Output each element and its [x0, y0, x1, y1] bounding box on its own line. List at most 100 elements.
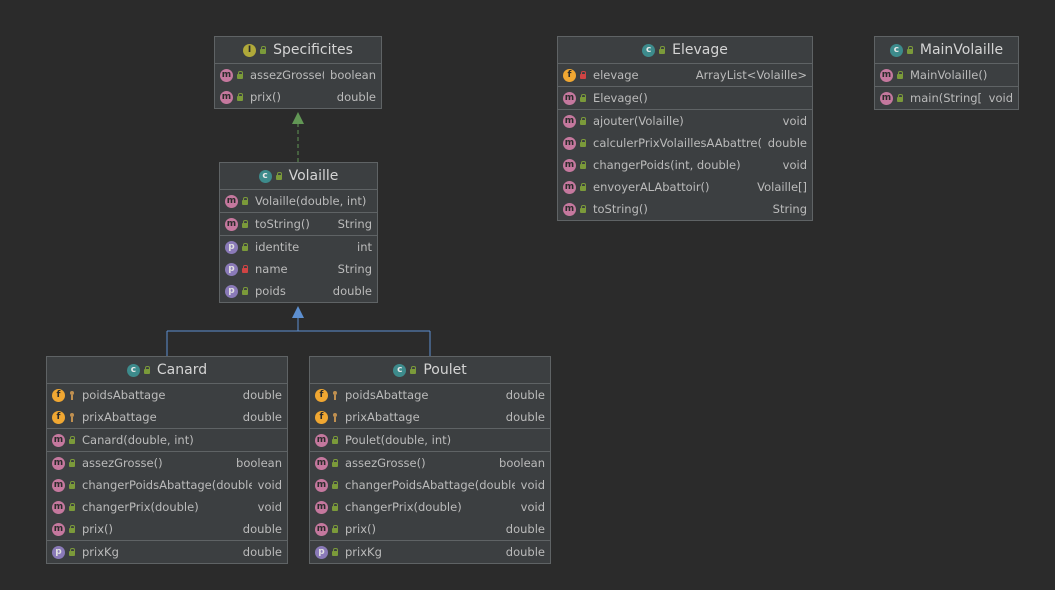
- public-lock-icon: [68, 502, 76, 512]
- member-type: double: [505, 388, 545, 402]
- method-icon: m: [52, 478, 65, 492]
- member-type: double: [332, 284, 372, 298]
- class-icon: c: [642, 43, 656, 57]
- protected-key-icon: [68, 412, 76, 422]
- public-lock-icon: [906, 45, 914, 55]
- method-icon: m: [52, 456, 65, 470]
- public-lock-icon: [579, 138, 587, 148]
- public-lock-icon: [658, 45, 666, 55]
- public-lock-icon: [68, 524, 76, 534]
- protected-key-icon: [68, 390, 76, 400]
- member-type: double: [242, 545, 282, 559]
- method-icon: m: [315, 433, 328, 447]
- member-name: changerPrix(double): [345, 500, 462, 514]
- member-type: double: [767, 136, 807, 150]
- property-icon: p: [225, 284, 238, 298]
- member-type: double: [336, 90, 376, 104]
- public-lock-icon: [579, 160, 587, 170]
- method-icon: m: [563, 202, 576, 216]
- member-name: Canard(double, int): [82, 433, 194, 447]
- method-icon: m: [220, 68, 233, 82]
- method-icon: m: [220, 90, 233, 104]
- member-name: toString(): [255, 217, 310, 231]
- member-name: assezGrosse(): [250, 68, 325, 82]
- member-type: double: [505, 545, 545, 559]
- class-icon: c: [258, 169, 272, 183]
- member-name: MainVolaille(): [910, 68, 988, 82]
- member-type: void: [520, 478, 545, 492]
- class-icon: c: [393, 363, 407, 377]
- public-lock-icon: [236, 70, 244, 80]
- member-name: prixAbattage: [82, 410, 157, 424]
- member-row[interactable]: p poids double: [220, 280, 377, 302]
- class-name: Poulet: [423, 362, 467, 378]
- class-header[interactable]: c Poulet: [310, 357, 550, 384]
- public-lock-icon: [259, 45, 267, 55]
- public-lock-icon: [68, 547, 76, 557]
- public-lock-icon: [236, 92, 244, 102]
- member-name: poidsAbattage: [82, 388, 166, 402]
- member-type: String: [337, 262, 372, 276]
- public-lock-icon: [143, 365, 151, 375]
- public-lock-icon: [579, 93, 587, 103]
- member-name: Volaille(double, int): [255, 194, 366, 208]
- member-name: prixKg: [345, 545, 382, 559]
- public-lock-icon: [331, 524, 339, 534]
- member-type: double: [505, 522, 545, 536]
- realization-arrowhead: [292, 112, 304, 124]
- public-lock-icon: [241, 219, 249, 229]
- member-name: poids: [255, 284, 286, 298]
- member-name: envoyerALAbattoir(): [593, 180, 710, 194]
- member-name: prix(): [345, 522, 377, 536]
- method-icon: m: [563, 180, 576, 194]
- member-type: String: [337, 217, 372, 231]
- member-type: double: [505, 410, 545, 424]
